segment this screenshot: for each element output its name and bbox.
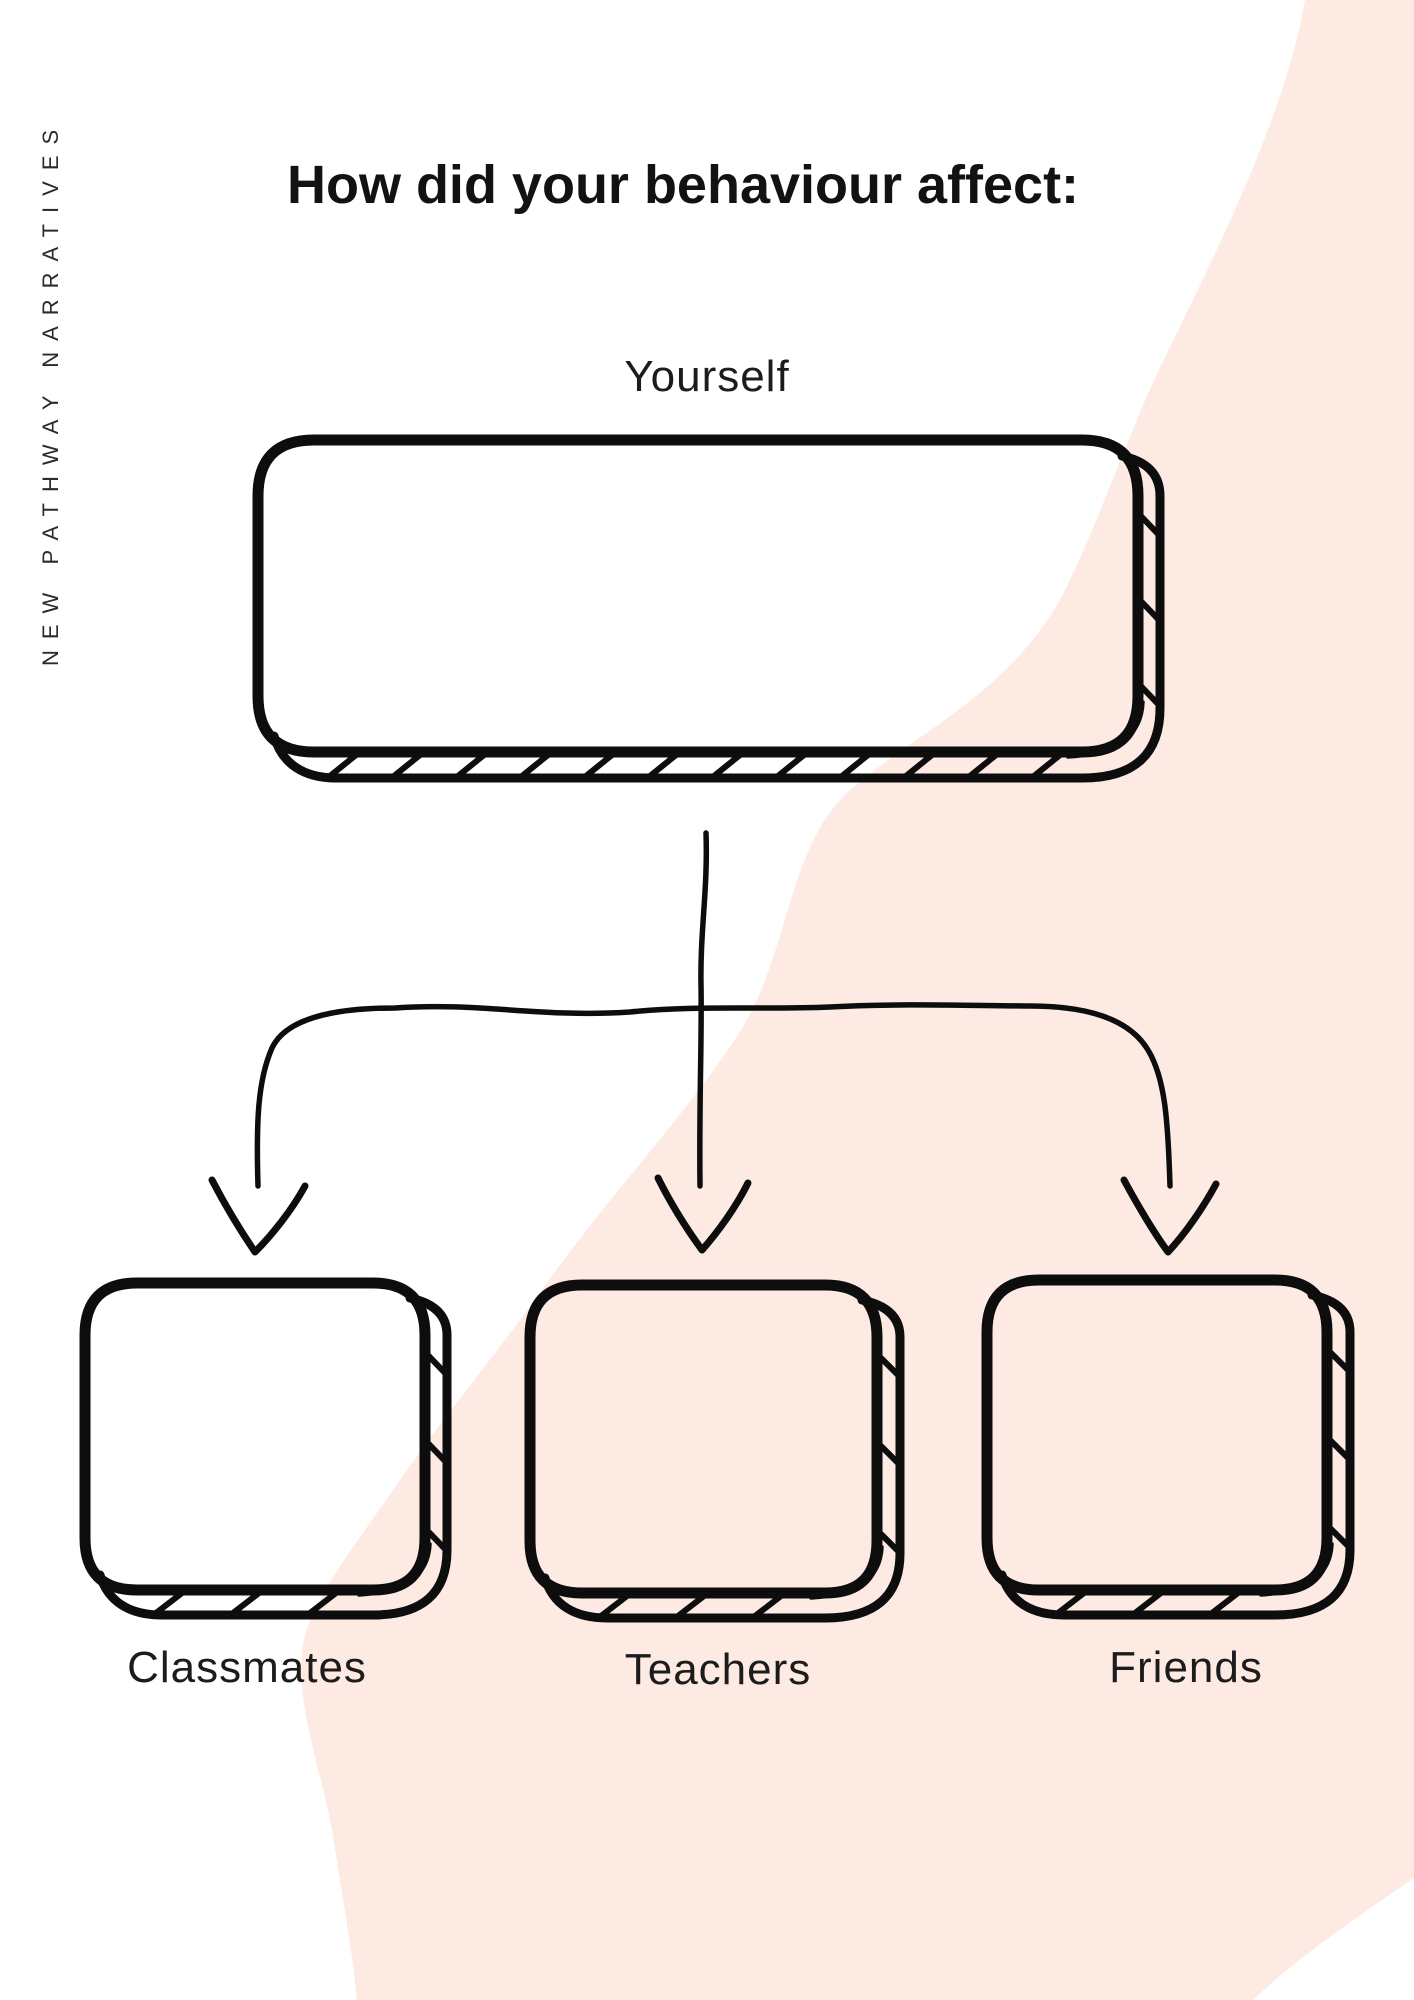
box-stroke xyxy=(327,752,359,779)
background-blob xyxy=(301,0,1414,2000)
yourself-label: Yourself xyxy=(624,352,790,401)
box-stroke xyxy=(519,752,551,779)
box-stroke xyxy=(455,752,487,779)
friends-label: Friends xyxy=(1109,1643,1263,1692)
box-stroke xyxy=(711,752,743,779)
box-stroke xyxy=(269,451,1165,783)
box-stroke xyxy=(420,1347,449,1377)
arrow-branch-line xyxy=(254,1002,1173,1189)
box-stroke xyxy=(1322,1432,1352,1462)
box-stroke xyxy=(675,1593,707,1619)
box-stroke xyxy=(1031,752,1063,779)
box-stroke xyxy=(420,1435,449,1465)
box-stroke xyxy=(967,752,999,779)
box-stroke xyxy=(1322,1520,1352,1550)
box-stroke xyxy=(1133,593,1162,623)
box-stroke xyxy=(1133,508,1162,538)
page-title: How did your behaviour affect: xyxy=(286,155,1080,215)
box-stroke xyxy=(357,1542,432,1597)
side-brand-text: NEW PATHWAY NARRATIVES xyxy=(38,118,63,666)
box-stroke xyxy=(872,1437,902,1467)
box-stroke xyxy=(1133,678,1162,708)
box-stroke xyxy=(997,1290,1355,1620)
classmates-box[interactable] xyxy=(79,1277,452,1620)
box-stroke xyxy=(79,1277,431,1596)
arrowhead-classmates xyxy=(208,1176,309,1256)
box-stroke xyxy=(252,434,1144,758)
box-stroke xyxy=(420,1523,449,1553)
box-stroke xyxy=(647,752,679,779)
box-stroke xyxy=(1055,1590,1087,1616)
box-stroke xyxy=(391,752,423,779)
box-stroke xyxy=(752,1593,784,1619)
box-stroke xyxy=(1066,700,1145,759)
classmates-label: Classmates xyxy=(127,1643,367,1692)
box-stroke xyxy=(524,1279,883,1599)
box-stroke xyxy=(1209,1590,1241,1616)
arrowhead-friends xyxy=(1120,1176,1220,1256)
box-stroke xyxy=(1259,1542,1334,1597)
box-stroke xyxy=(598,1593,630,1619)
arrow-vertical-line xyxy=(697,830,710,1189)
teachers-label: Teachers xyxy=(624,1645,812,1694)
box-stroke xyxy=(775,752,807,779)
teachers-box[interactable] xyxy=(524,1279,905,1623)
box-stroke xyxy=(153,1590,185,1616)
box-stroke xyxy=(839,752,871,779)
box-stroke xyxy=(1322,1344,1352,1374)
box-stroke xyxy=(872,1349,902,1379)
yourself-box[interactable] xyxy=(252,434,1165,783)
arrows xyxy=(208,830,1220,1256)
box-stroke xyxy=(872,1525,902,1555)
box-stroke xyxy=(903,752,935,779)
box-stroke xyxy=(583,752,615,779)
box-stroke xyxy=(230,1590,262,1616)
box-stroke xyxy=(1132,1590,1164,1616)
box-stroke xyxy=(95,1293,452,1620)
box-stroke xyxy=(809,1545,884,1600)
friends-box[interactable] xyxy=(981,1274,1355,1620)
box-stroke xyxy=(981,1274,1333,1596)
arrowhead-teachers xyxy=(654,1174,752,1254)
box-stroke xyxy=(307,1590,339,1616)
box-stroke xyxy=(540,1295,905,1623)
